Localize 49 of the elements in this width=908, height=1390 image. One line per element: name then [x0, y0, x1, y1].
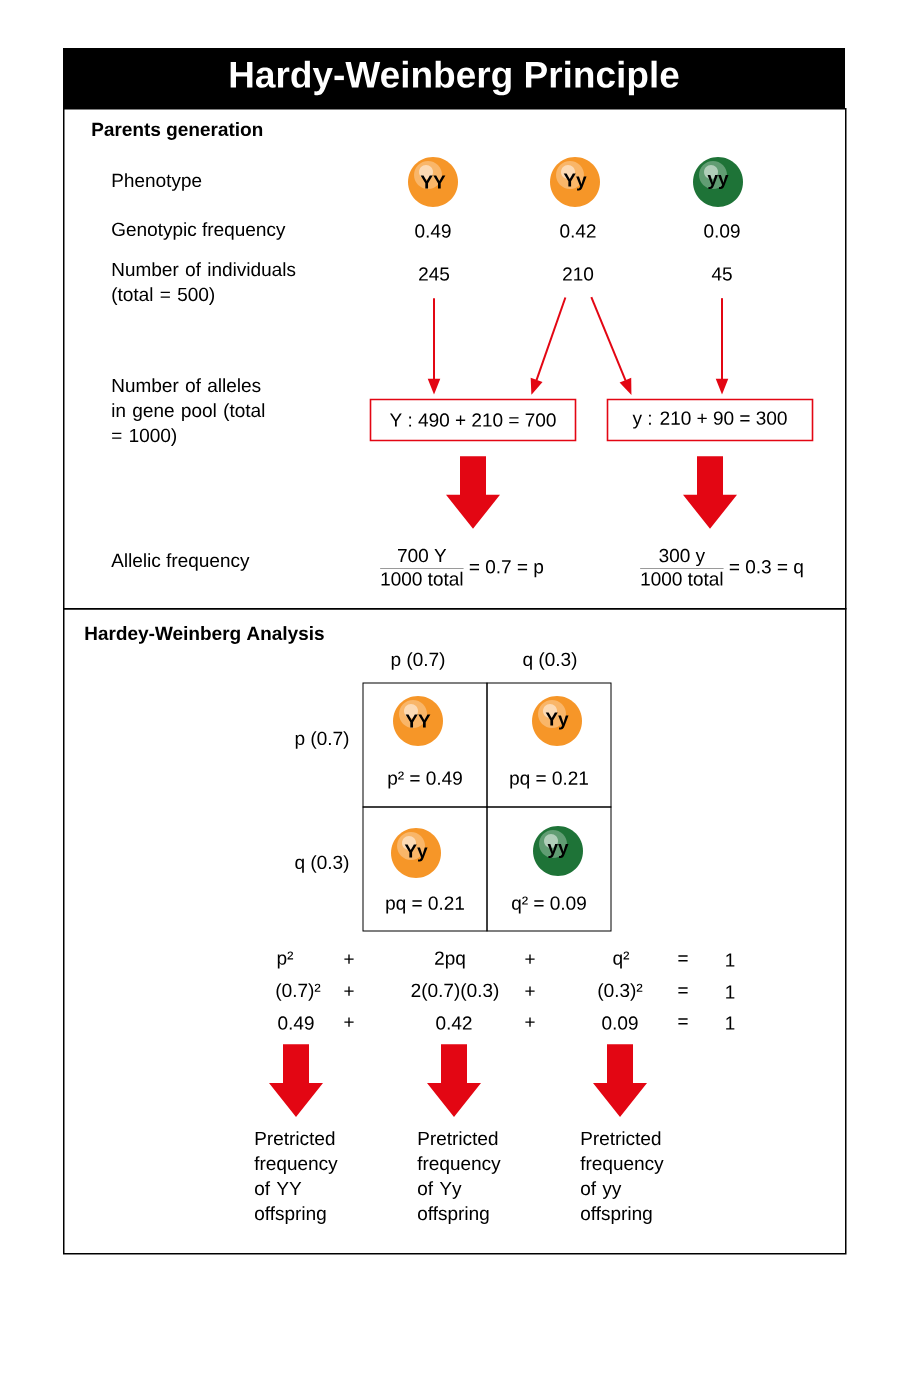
header-label: p (0.7) [295, 731, 349, 749]
operator-sign: + [344, 954, 354, 964]
value-text: 210 [563, 267, 594, 281]
equation-term: p² [277, 951, 294, 969]
operator-sign: + [344, 986, 354, 996]
block-arrow [427, 1044, 481, 1117]
operator-sign: = [678, 1018, 688, 1025]
value-text: 0.49 [278, 1016, 314, 1030]
block-arrow [683, 456, 737, 529]
prediction-text: Pretricted frequency of YY offspring [254, 1131, 338, 1224]
equation-term: 2(0.7)(0.3) [411, 983, 499, 1001]
equation-term: 2pq [435, 951, 465, 969]
block-arrow [269, 1044, 323, 1117]
title-bar: Hardy-Weinberg Principle [63, 48, 845, 108]
value-text: 0.42 [436, 1016, 472, 1030]
operator-sign: + [525, 1017, 535, 1027]
equation-term: 1 [726, 953, 735, 967]
genotype-ball: Yy [532, 696, 582, 746]
operator-sign: = [678, 987, 688, 994]
value-text: 45 [711, 267, 732, 281]
prediction-text: Pretricted frequency of yy offspring [580, 1131, 664, 1224]
allele-box: Y : 490 + 210 = 700 [369, 398, 577, 442]
value-text: 0.09 [602, 1016, 638, 1030]
value-text: 245 [419, 267, 450, 281]
genotype-ball: Yy [550, 157, 600, 207]
prediction-text: Pretricted frequency of Yy offspring [417, 1131, 501, 1224]
row-label: Genotypic frequency [112, 222, 286, 240]
genotype-ball: Yy [391, 828, 441, 878]
equation-term: 1 [726, 1016, 735, 1030]
allele-box: y : 210 + 90 = 300 [606, 398, 814, 442]
row-label: Phenotype [112, 173, 202, 191]
row-label: Number of alleles in gene pool (total = 1000) [112, 378, 265, 446]
genotype-ball: YY [393, 696, 443, 746]
equation-term: (0.7)² [276, 983, 321, 1001]
block-arrow [593, 1044, 647, 1117]
equation-term: q² [613, 951, 630, 969]
operator-sign: = [678, 955, 688, 962]
genotype-ball: yy [533, 826, 583, 876]
operator-sign: + [525, 954, 535, 964]
genotype-ball: YY [408, 157, 458, 207]
operator-sign: + [525, 986, 535, 996]
equation-term: 1 [726, 985, 735, 999]
row-label: Number of individuals (total = 500) [112, 262, 296, 305]
equation-term: (0.3)² [598, 983, 643, 1001]
genotype-ball: yy [693, 157, 743, 207]
operator-sign: + [344, 1017, 354, 1027]
fraction-formula: 700 Y 1000 total = 0.7 = p [379, 548, 544, 586]
row-label: Allelic frequency [111, 553, 250, 571]
block-arrow [446, 456, 500, 529]
